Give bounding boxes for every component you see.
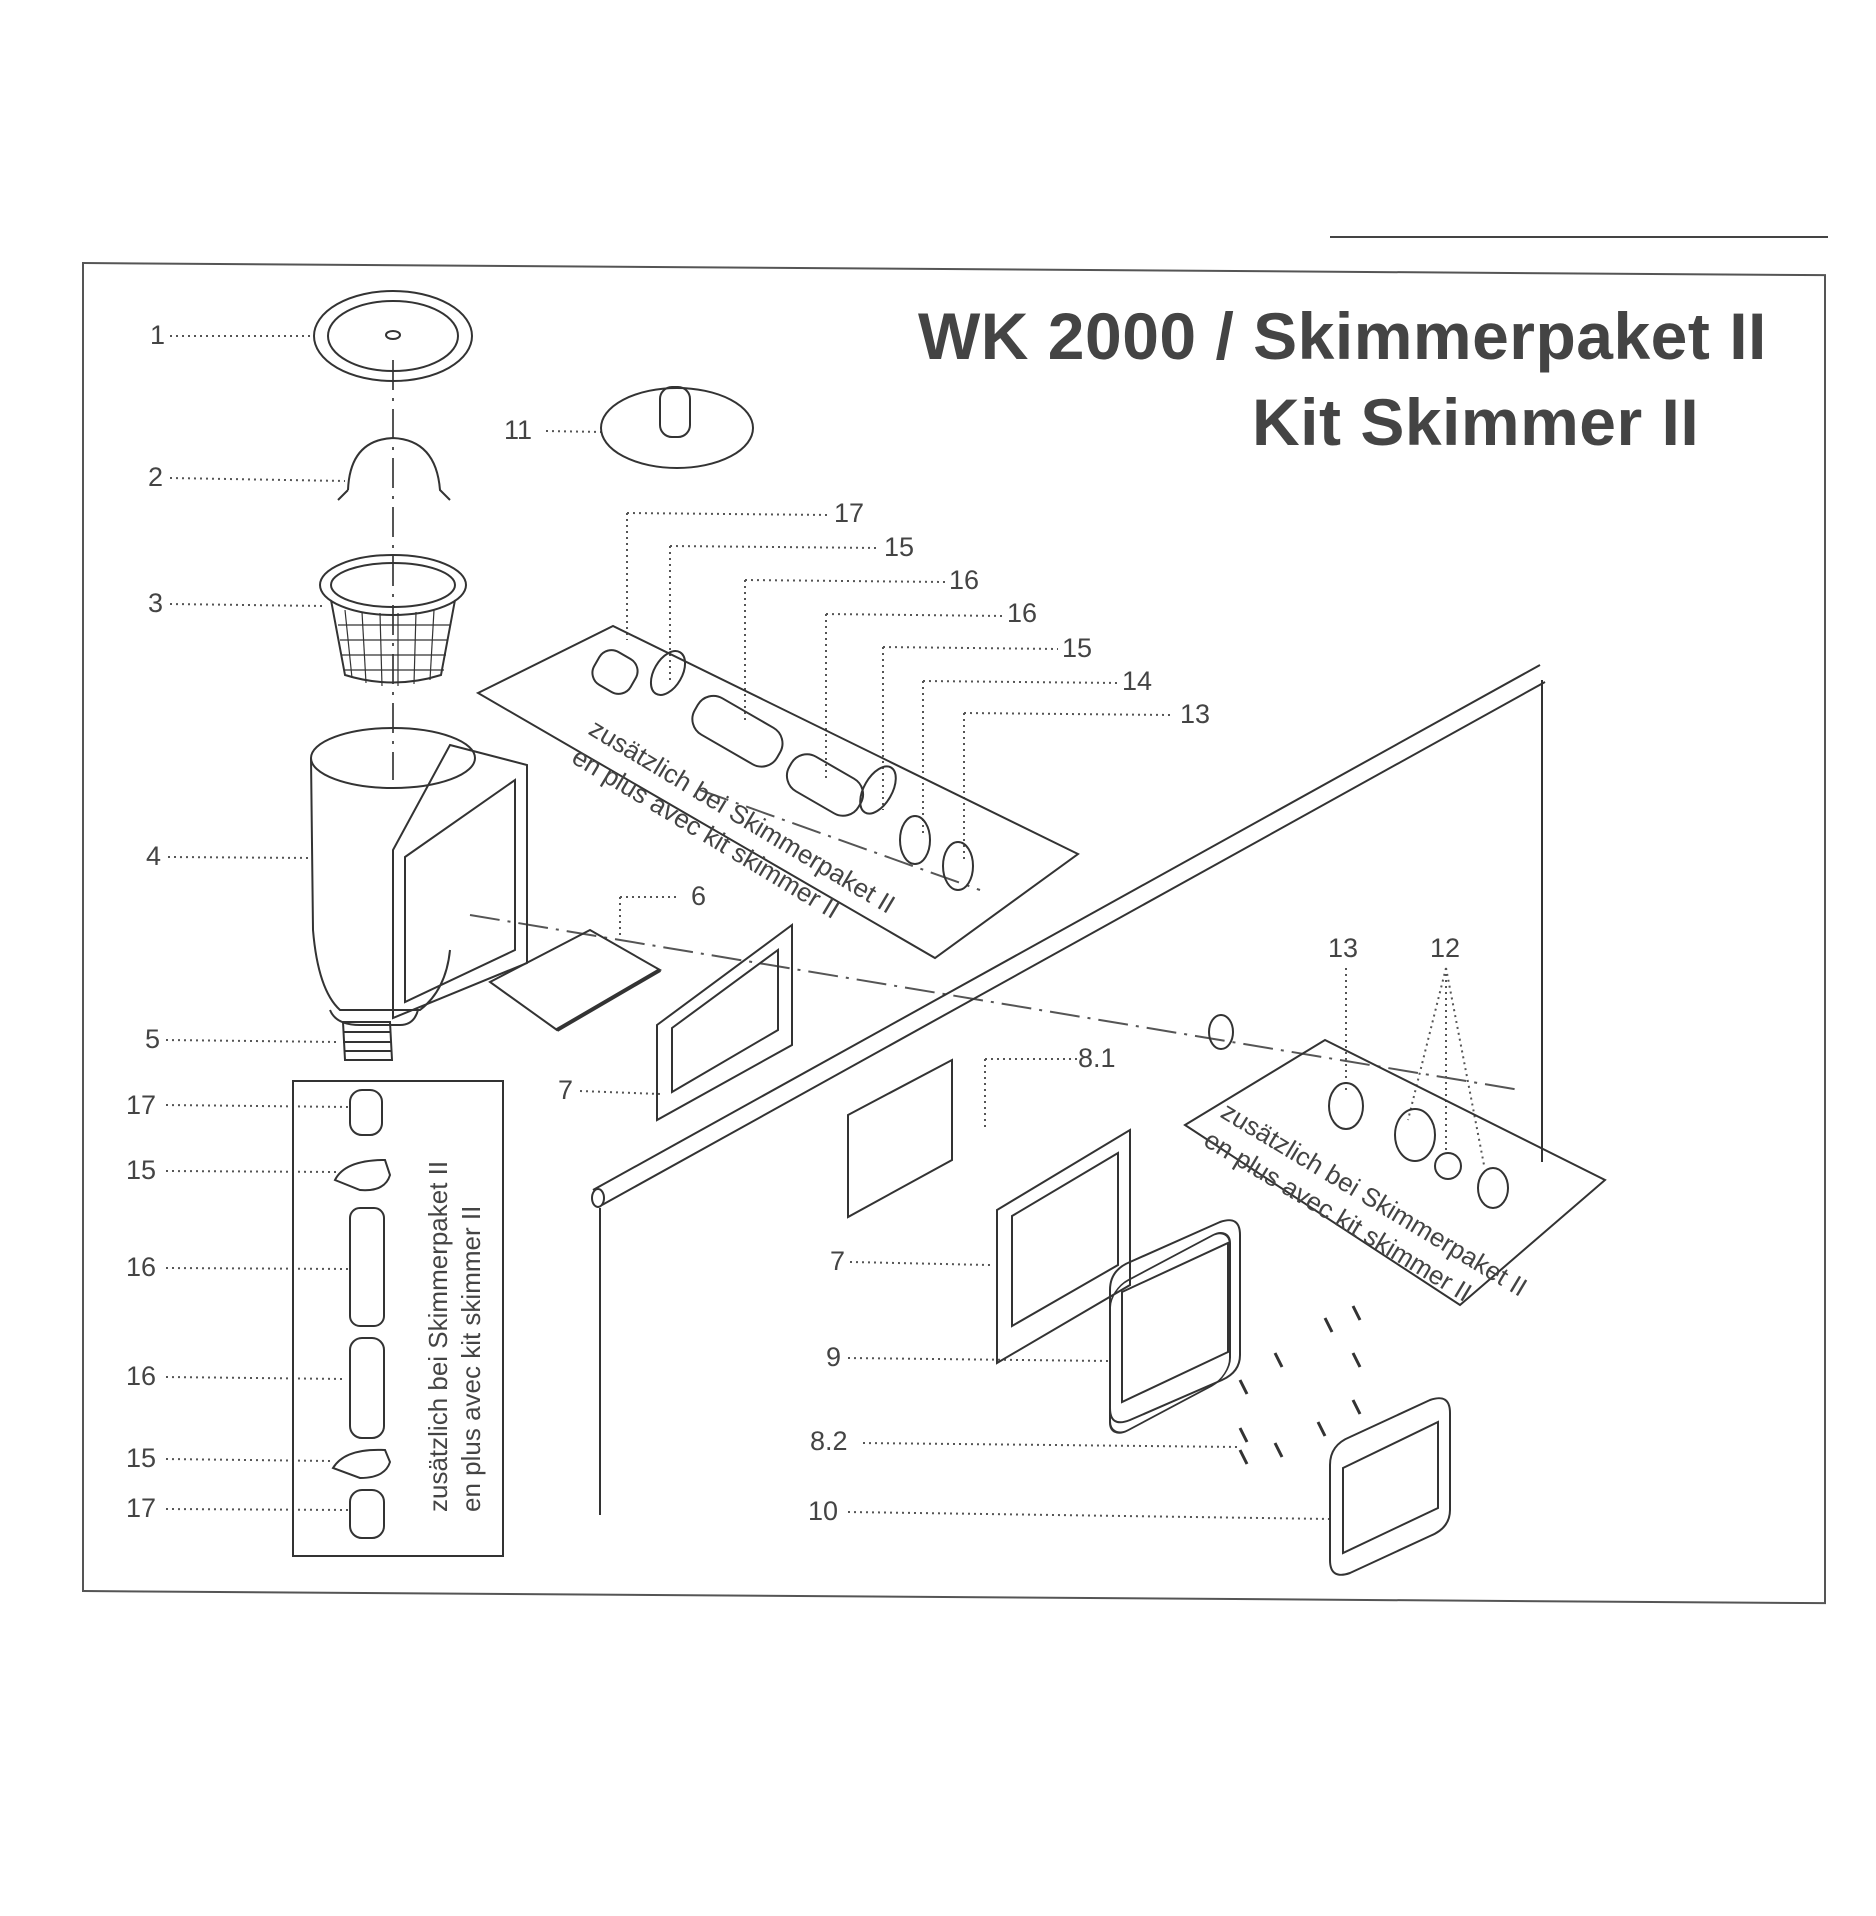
callout-15-upper-b: 15 [1062, 633, 1093, 663]
callout-16-left-a: 16 [126, 1252, 157, 1282]
part-flange-outline [1109, 1219, 1241, 1424]
callout-1: 1 [150, 320, 166, 350]
callout-17-left-a: 17 [126, 1090, 157, 1120]
axis-lines [392, 360, 1521, 1091]
part-cover-frame [1329, 1397, 1451, 1576]
part-cover-frame-inner [1342, 1420, 1439, 1555]
callout-7-lower: 7 [830, 1246, 846, 1276]
callout-7-upper: 7 [558, 1075, 574, 1105]
part-basket [319, 554, 467, 687]
callout-16-upper-a: 16 [949, 565, 980, 595]
kit-note-de: zusätzlich bei Skimmerpaket II [423, 1160, 453, 1512]
part-wall-cutout [847, 1058, 953, 1219]
callout-15-upper-a: 15 [884, 532, 915, 562]
callout-14: 14 [1122, 666, 1153, 696]
callout-11: 11 [504, 415, 533, 445]
lower-kit-parts [1208, 1014, 1509, 1209]
kit-note-left: zusätzlich bei Skimmerpaket II en plus a… [422, 1161, 487, 1512]
kit-box-left [292, 1080, 504, 1557]
upper-kit-parts [591, 649, 974, 891]
callout-15-left-a: 15 [126, 1155, 157, 1185]
callout-10: 10 [808, 1496, 839, 1526]
callout-13-upper: 13 [1180, 699, 1211, 729]
callout-8-1: 8.1 [1078, 1043, 1116, 1073]
part-flange-inner [1121, 1241, 1229, 1404]
kit-note-fr: en plus avec kit skimmer II [455, 1205, 486, 1512]
leader-lines [165, 335, 1485, 1520]
page-title: WK 2000 / Skimmerpaket II [918, 299, 1767, 373]
kit-panel-lower [1183, 1038, 1607, 1307]
callout-8-2: 8.2 [810, 1426, 848, 1456]
part-connector [341, 1021, 394, 1061]
left-kit-parts [331, 1089, 392, 1539]
callout-15-left-b: 15 [126, 1443, 157, 1473]
page-subtitle: Kit Skimmer II [1252, 385, 1700, 459]
callout-5: 5 [145, 1024, 161, 1054]
callout-3: 3 [148, 588, 164, 618]
part-skimmer-body [310, 727, 528, 1026]
callout-9: 9 [826, 1342, 842, 1372]
callout-16-left-b: 16 [126, 1361, 157, 1391]
part-gasket-upper [656, 923, 793, 1122]
part-gasket-lower [996, 1128, 1131, 1365]
part-vacuum-plate [600, 386, 754, 469]
part-flange [1109, 1232, 1231, 1434]
top-rule [1330, 236, 1828, 238]
callout-13-lower: 13 [1328, 933, 1359, 963]
callout-17-upper: 17 [834, 498, 865, 528]
part-lid [313, 290, 473, 382]
part-handle [337, 436, 451, 501]
callout-17-left-b: 17 [126, 1493, 157, 1523]
callout-2: 2 [148, 462, 164, 492]
pool-wall [591, 664, 1546, 1515]
part-flap [488, 928, 663, 1032]
kit-panel-upper [475, 624, 1080, 960]
callout-12: 12 [1430, 933, 1461, 963]
part-screws [1238, 1305, 1362, 1465]
callout-6: 6 [691, 881, 707, 911]
callout-4: 4 [146, 841, 162, 871]
callout-16-upper-b: 16 [1007, 598, 1038, 628]
